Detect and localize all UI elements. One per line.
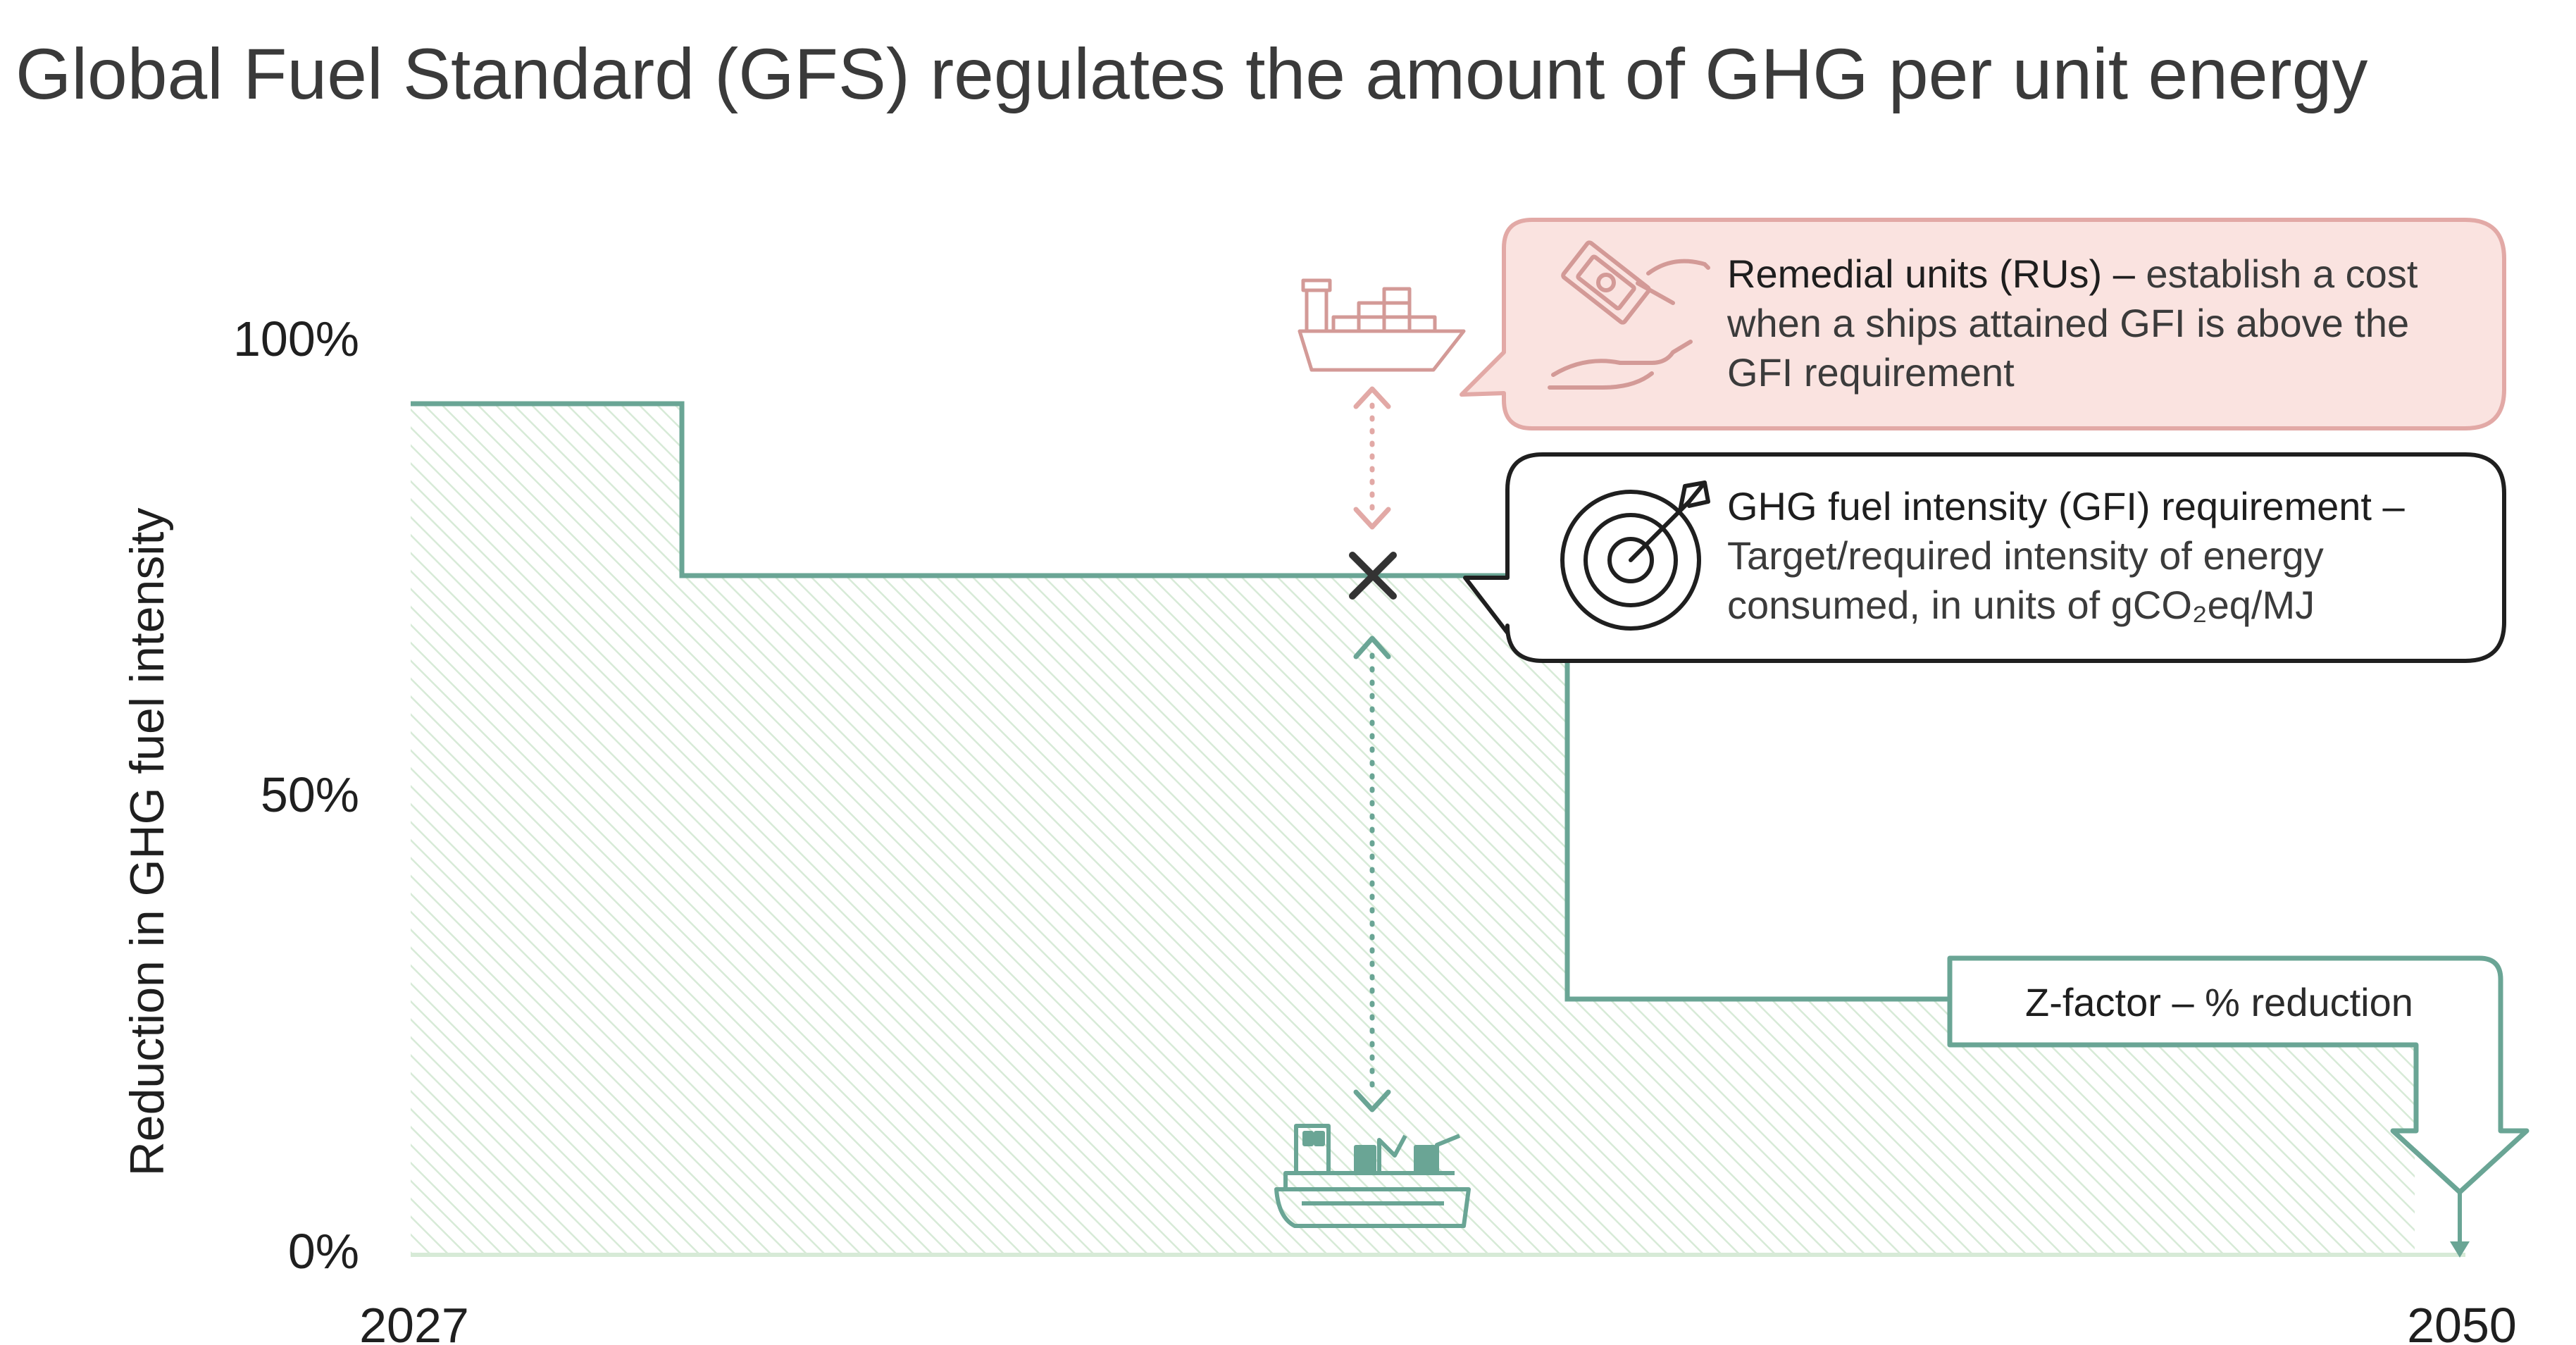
y-tick-100: 100%	[233, 311, 359, 366]
diagram-title: Global Fuel Standard (GFS) regulates the…	[15, 34, 2367, 114]
remedial-gap-arrow	[1353, 386, 1391, 530]
x-marker-icon	[1349, 552, 1397, 600]
y-tick-0: 0%	[288, 1224, 359, 1279]
green-ship-icon	[1274, 1124, 1471, 1228]
y-tick-50: 50%	[261, 767, 359, 822]
x-tick-2050: 2050	[2407, 1298, 2517, 1345]
y-axis-label: Reduction in GHG fuel intensity	[120, 508, 174, 1177]
z-factor-arrow-head	[2450, 1241, 2470, 1258]
compliance-gap-arrow	[1353, 636, 1391, 1112]
remedial-units-callout	[1460, 218, 2506, 430]
z-factor-text: Z-factor – % reduction	[2025, 980, 2413, 1024]
gfi-requirement-callout	[1463, 452, 2506, 663]
target-arrow-icon	[1560, 481, 1710, 631]
z-factor-callout	[1947, 955, 2530, 1195]
gfi-requirement-text: GHG fuel intensity (GFI) requirement – T…	[1727, 484, 2415, 627]
remedial-units-text: Remedial units (RUs) – establish a cost …	[1726, 252, 2429, 395]
hatched-compliance-area	[411, 404, 2415, 1253]
money-hand-icon	[1548, 240, 1710, 390]
gfi-step-line	[411, 401, 1950, 1002]
x-tick-2027: 2027	[359, 1298, 469, 1345]
cargo-ship-icon	[1298, 278, 1466, 372]
